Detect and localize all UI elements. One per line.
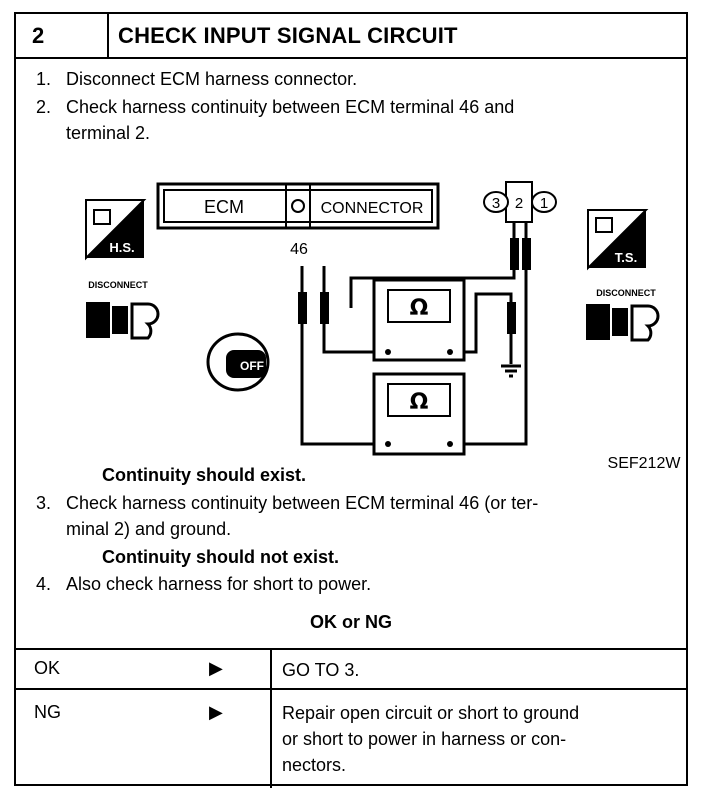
ts-label: T.S.	[615, 250, 637, 265]
continuity-exist: Continuity should exist.	[102, 465, 307, 485]
ok-ng-title: OK or NG	[309, 612, 392, 632]
instruction-text: Disconnect ECM harness connector.	[66, 69, 358, 89]
off-label: OFF	[240, 359, 264, 373]
disconnect-label-left: DISCONNECT	[88, 280, 148, 290]
result-row-ng: NG ▶ Repair open circuit or short to gro…	[16, 688, 686, 788]
arrow-icon: ▶	[209, 702, 223, 722]
arrow-icon: ▶	[209, 658, 223, 678]
result-action: Repair open circuit or short to ground o…	[270, 690, 579, 788]
pin-connector: 3 2 1	[483, 181, 557, 223]
probe-shields	[298, 238, 531, 334]
result-label: OK	[34, 658, 61, 678]
ohm-symbol: Ω	[410, 390, 429, 415]
instruction-text: Check harness continuity between ECM ter…	[66, 493, 539, 513]
procedure-frame: 2 CHECK INPUT SIGNAL CIRCUIT 1. Disconnec…	[14, 12, 688, 788]
instruction-2: 2. Check harness continuity between ECM t…	[36, 94, 514, 146]
disconnect-label-right: DISCONNECT	[596, 288, 656, 298]
result-label: NG	[34, 702, 61, 722]
result-text: GO TO 3.	[282, 660, 360, 680]
continuity-not-exist: Continuity should not exist.	[102, 547, 339, 567]
ignition-key-icon: OFF	[206, 332, 270, 392]
pin-2: 2	[515, 195, 523, 212]
ts-icon: T.S.	[587, 209, 649, 271]
instruction-number: 3.	[36, 493, 52, 513]
instruction-4: 4. Also check harness for short to power.	[36, 571, 371, 597]
instruction-text: Check harness continuity between ECM ter…	[66, 97, 515, 117]
instruction-text-cont: minal 2) and ground.	[66, 519, 232, 539]
header-bar: 2 CHECK INPUT SIGNAL CIRCUIT	[16, 14, 686, 59]
instruction-text: Also check harness for short to power.	[66, 574, 372, 594]
disconnect-connector-icon	[586, 304, 660, 342]
hs-label: H.S.	[109, 240, 134, 255]
instruction-number: 4.	[36, 574, 52, 594]
instruction-1: 1. Disconnect ECM harness connector.	[36, 66, 357, 92]
figure-code: SEF212W	[608, 455, 682, 472]
result-text: nectors.	[282, 755, 347, 775]
disconnect-connector-icon	[86, 302, 160, 340]
terminal-46-label: 46	[290, 241, 308, 258]
instruction-3: 3. Check harness continuity between ECM t…	[36, 490, 538, 542]
ohm-symbol: Ω	[410, 296, 429, 321]
step-number: 2	[16, 14, 109, 57]
result-row-ok: OK ▶ GO TO 3.	[16, 648, 686, 688]
result-action: GO TO 3.	[270, 650, 359, 688]
ecm-label: ECM	[204, 197, 244, 217]
hs-icon: H.S.	[85, 199, 147, 261]
wiring-diagram: ECM CONNECTOR 46 3 2 1	[85, 181, 682, 472]
result-text: or short to power in harness or con-	[282, 729, 567, 749]
result-text: Repair open circuit or short to ground	[282, 703, 580, 723]
ecm-connector: ECM CONNECTOR	[156, 182, 440, 230]
pin-1: 1	[540, 195, 548, 212]
ohmmeter-2: Ω	[372, 372, 466, 456]
pin-3: 3	[492, 195, 500, 212]
connector-label: CONNECTOR	[321, 200, 424, 217]
instruction-text-cont: terminal 2.	[66, 123, 151, 143]
page-title: CHECK INPUT SIGNAL CIRCUIT	[118, 23, 458, 48]
instruction-number: 2.	[36, 97, 52, 117]
ohmmeter-1: Ω	[372, 278, 466, 362]
instruction-number: 1.	[36, 69, 52, 89]
